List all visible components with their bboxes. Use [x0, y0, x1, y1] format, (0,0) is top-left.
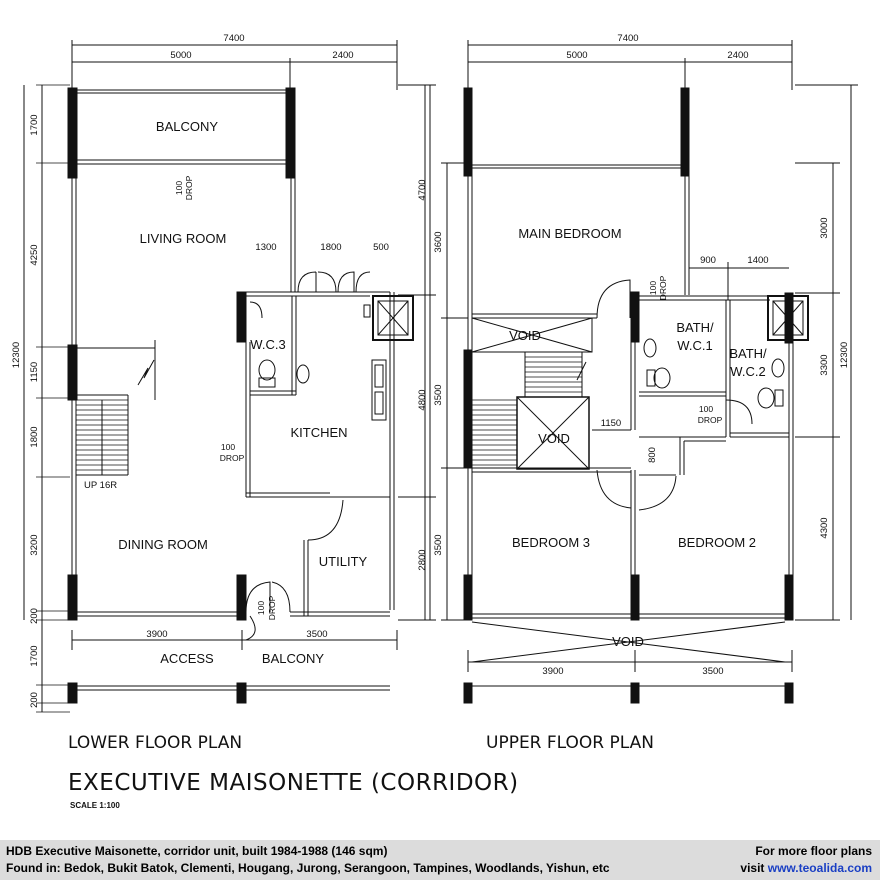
room-bedroom-3: BEDROOM 3 — [512, 535, 590, 550]
lower-dim-left: 5000 — [170, 50, 191, 61]
room-kitchen: KITCHEN — [290, 425, 347, 440]
footer-description: HDB Executive Maisonette, corridor unit,… — [6, 844, 388, 858]
room-dining: DINING ROOM — [118, 537, 208, 552]
upper-dim-inner-4: 800 — [647, 447, 658, 463]
footer-site-link[interactable]: www.teoalida.com — [767, 861, 872, 875]
upper-dim-left-bottom: 3500 — [433, 534, 444, 555]
drop-label-number: 100 — [221, 442, 235, 452]
lower-dim-inner-1: 1300 — [255, 242, 276, 253]
footer-locations: Found in: Bedok, Bukit Batok, Clementi, … — [6, 861, 610, 875]
upper-floor-plan — [424, 40, 858, 704]
room-balcony-top: BALCONY — [156, 119, 218, 134]
upper-dim-left-top: 3600 — [433, 231, 444, 252]
stair-label: UP 16R — [84, 480, 117, 491]
footer-visit-label: visit — [740, 861, 765, 875]
lower-dim-right: 2400 — [332, 50, 353, 61]
upper-dim-right: 2400 — [727, 50, 748, 61]
lower-dim-total: 7400 — [223, 33, 244, 44]
lower-dim-inner-3: 500 — [373, 242, 389, 253]
room-void-2: VOID — [538, 431, 570, 446]
drop-label: DROP — [698, 415, 723, 425]
upper-dim-bottom-right: 3500 — [702, 666, 723, 677]
drop-label: DROP — [658, 275, 668, 300]
lower-dim-right-mid: 4800 — [417, 389, 428, 410]
footer-visit: visit www.teoalida.com — [740, 861, 872, 875]
lower-dim-right-bottom: 2800 — [417, 549, 428, 570]
upper-dim-right-top: 3000 — [819, 217, 830, 238]
room-wc3: W.C.3 — [250, 337, 285, 352]
upper-floor-title: UPPER FLOOR PLAN — [486, 733, 654, 753]
lower-dim-access: 1700 — [29, 645, 40, 666]
drop-label-number: 100 — [256, 601, 266, 615]
lower-floor-title: LOWER FLOOR PLAN — [68, 733, 242, 753]
upper-dim-inner-2: 1400 — [747, 255, 768, 266]
room-wc-1: W.C.1 — [677, 338, 712, 353]
lower-dim-parapet: 200 — [29, 692, 40, 708]
lower-dim-inner-2: 1800 — [320, 242, 341, 253]
room-utility: UTILITY — [319, 554, 368, 569]
drop-label-number: 100 — [174, 181, 184, 195]
lower-dim-wall: 200 — [29, 608, 40, 624]
footer-more-plans: For more floor plans — [755, 844, 872, 858]
room-void-3: VOID — [612, 634, 644, 649]
room-void-1: VOID — [509, 328, 541, 343]
room-bedroom-2: BEDROOM 2 — [678, 535, 756, 550]
room-living: LIVING ROOM — [140, 231, 227, 246]
lower-dim-stair1: 1150 — [29, 362, 40, 382]
lower-dim-total-height: 12300 — [11, 342, 22, 368]
scale-label: SCALE 1:100 — [70, 801, 120, 810]
footer-bar: HDB Executive Maisonette, corridor unit,… — [0, 840, 880, 880]
upper-dim-bottom-left: 3900 — [542, 666, 563, 677]
lower-dim-dining: 3200 — [29, 534, 40, 555]
drop-label: DROP — [267, 595, 277, 620]
lower-dim-bottom-left: 3900 — [146, 629, 167, 640]
room-balcony-bottom: BALCONY — [262, 651, 324, 666]
upper-dim-left: 5000 — [566, 50, 587, 61]
upper-dim-inner-3: 1150 — [601, 418, 621, 429]
main-title: EXECUTIVE MAISONETTE (CORRIDOR) — [68, 770, 519, 796]
drop-label: DROP — [220, 453, 245, 463]
room-main-bedroom: MAIN BEDROOM — [518, 226, 621, 241]
room-bath-2: BATH/ — [729, 346, 767, 361]
lower-dim-stair2: 1800 — [29, 426, 40, 447]
lower-floor-plan — [23, 40, 436, 713]
drop-label: DROP — [184, 175, 194, 200]
upper-dim-right-bottom: 4300 — [819, 517, 830, 538]
drop-label-number: 100 — [648, 281, 658, 295]
lower-dim-right-top: 4700 — [417, 179, 428, 200]
drop-label-number: 100 — [699, 404, 713, 414]
lower-dim-balcony: 1700 — [29, 114, 40, 135]
room-wc-2: W.C.2 — [730, 364, 765, 379]
room-access: ACCESS — [160, 651, 214, 666]
upper-dim-right-mid: 3300 — [819, 354, 830, 375]
upper-dim-left-mid: 3500 — [433, 384, 444, 405]
upper-dim-total: 7400 — [617, 33, 638, 44]
upper-dim-inner-1: 900 — [700, 255, 716, 266]
floor-plan-drawing: 7400 5000 2400 1700 4250 12300 1150 1800… — [11, 33, 858, 810]
lower-dim-bottom-right: 3500 — [306, 629, 327, 640]
upper-dim-total-height: 12300 — [839, 342, 850, 368]
lower-dim-living: 4250 — [29, 244, 40, 265]
room-bath-1: BATH/ — [676, 320, 714, 335]
